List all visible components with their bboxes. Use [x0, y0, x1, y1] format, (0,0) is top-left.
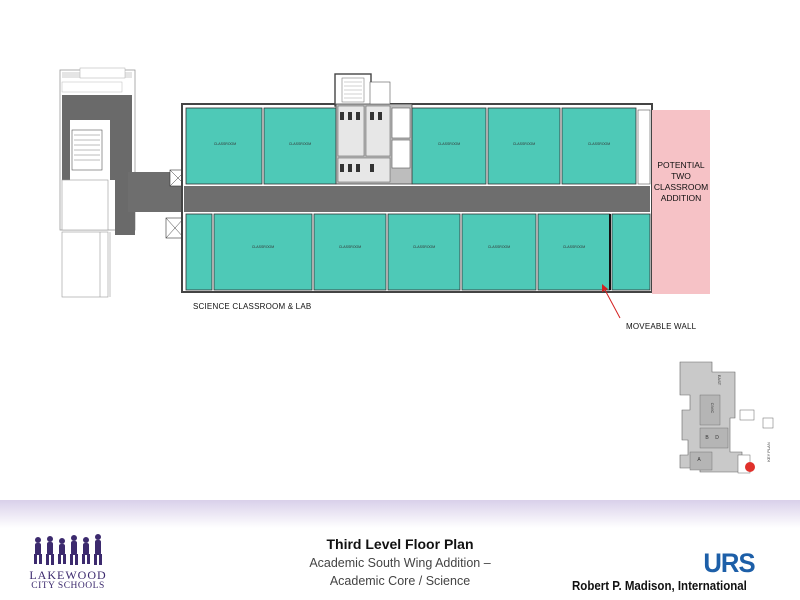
footer-band [0, 500, 800, 528]
key-plan-marker [745, 462, 755, 472]
moveable-wall-arrow [602, 284, 621, 319]
key-plan-letter: D [715, 435, 719, 441]
room-label: CLASSROOM [412, 245, 436, 249]
room-label: CLASSROOM [213, 142, 237, 146]
key-plan-letter: A [697, 457, 701, 463]
core-area [334, 73, 413, 185]
bottom-classrooms [185, 213, 651, 291]
subtitle-line1: Academic South Wing Addition – [309, 556, 491, 570]
room-label: CLASSROOM [251, 245, 275, 249]
firm-name: Robert P. Madison, International [572, 579, 747, 593]
potential-addition [652, 110, 710, 294]
org-name-line1: LAKEWOOD [29, 568, 107, 582]
room-label: CLASSROOM [487, 245, 511, 249]
key-plan-drawing [679, 361, 774, 474]
room-label: CLASSROOM [338, 245, 362, 249]
room-label: CLASSROOM [587, 142, 611, 146]
room-label: CLASSROOM [512, 142, 536, 146]
key-plan-east: EAST [717, 374, 722, 386]
urs-logo: URS [703, 548, 755, 578]
lakewood-logo-figures [34, 534, 102, 565]
org-name-line2: CITY SCHOOLS [31, 581, 105, 591]
room-label: CLASSROOM [288, 142, 312, 146]
key-plan-civic: CIVIC [710, 402, 715, 414]
key-plan-letter: B [705, 435, 709, 441]
top-classrooms [185, 107, 651, 185]
existing-building [59, 67, 136, 298]
moveable-wall-label: MOVEABLE WALL [626, 322, 697, 331]
room-label: CLASSROOM [437, 142, 461, 146]
page-title: Third Level Floor Plan [326, 536, 474, 552]
addition-label: POTENTIAL TWO CLASSROOM ADDITION [653, 160, 709, 203]
key-plan-label: KEY PLAN [766, 442, 771, 462]
room-label: CLASSROOM [562, 245, 586, 249]
main-corridor [184, 186, 650, 212]
subtitle-line2: Academic Core / Science [329, 574, 471, 588]
science-label: SCIENCE CLASSROOM & LAB [193, 302, 312, 311]
